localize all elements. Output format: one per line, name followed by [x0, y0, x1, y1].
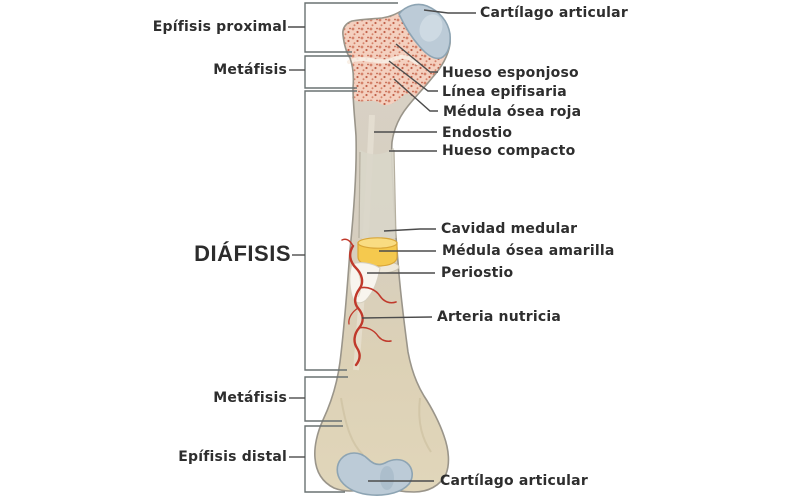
bracket-metafisis-superior	[304, 55, 357, 89]
cavity-inner-wall-left	[358, 151, 361, 239]
label-medula-osea-amarilla: Médula ósea amarilla	[442, 243, 615, 259]
label-cartilago-articular-top: Cartílago articular	[480, 5, 628, 21]
label-cavidad-medular: Cavidad medular	[441, 221, 578, 237]
leader-cartilago-articular-top	[423, 9, 476, 14]
articular-cartilage-distal	[336, 452, 413, 496]
label-medula-osea-roja: Médula ósea roja	[443, 104, 582, 120]
label-endostio: Endostio	[442, 125, 513, 141]
yellow-marrow-top	[357, 237, 398, 249]
region-brackets	[304, 2, 398, 493]
label-epifisis-proximal: Epífisis proximal	[152, 19, 287, 35]
leader-arteria-nutricia	[361, 316, 433, 319]
cavity-inner-wall-right	[393, 149, 397, 239]
distal-shading-right	[418, 397, 432, 453]
artery-branch-top	[341, 238, 354, 247]
artery-branch-small	[348, 307, 359, 325]
label-hueso-compacto: Hueso compacto	[442, 143, 576, 159]
label-diafisis: DIÁFISIS	[194, 241, 291, 266]
distal-cartilage-shape	[336, 452, 413, 496]
nutrient-artery	[341, 238, 397, 367]
label-metafisis-superior: Metáfisis	[213, 62, 287, 78]
right-leader-lines	[361, 9, 476, 482]
distal-shading-left	[340, 397, 364, 456]
bracket-diafisis	[304, 90, 357, 371]
articular-cartilage-proximal	[398, 3, 451, 60]
bracket-epifisis-distal	[304, 425, 345, 493]
leader-hueso-esponjoso	[395, 43, 438, 73]
cartilage-highlight	[419, 14, 443, 42]
leader-cavidad-medular	[383, 228, 436, 232]
label-hueso-esponjoso: Hueso esponjoso	[442, 65, 579, 81]
leader-linea-epifisaria	[388, 60, 438, 92]
label-metafisis-inferior: Metáfisis	[213, 390, 287, 406]
artery-branch-upper	[359, 286, 397, 304]
label-linea-epifisaria: Línea epifisaria	[442, 84, 567, 100]
label-cartilago-articular-bottom: Cartílago articular	[440, 473, 588, 489]
bracket-metafisis-inferior	[304, 376, 348, 422]
artery-branch-lower	[358, 326, 392, 342]
bone-outline	[314, 5, 451, 493]
distal-cartilage-shading	[380, 466, 394, 490]
left-label-dashes	[288, 26, 305, 458]
leader-medula-osea-roja	[393, 78, 438, 112]
medullary-cavity-shape	[359, 148, 396, 238]
label-epifisis-distal: Epífisis distal	[178, 449, 287, 465]
epiphyseal-line-shape	[347, 54, 419, 65]
label-arteria-nutricia: Arteria nutricia	[437, 309, 562, 325]
label-periostio: Periostio	[441, 265, 514, 281]
